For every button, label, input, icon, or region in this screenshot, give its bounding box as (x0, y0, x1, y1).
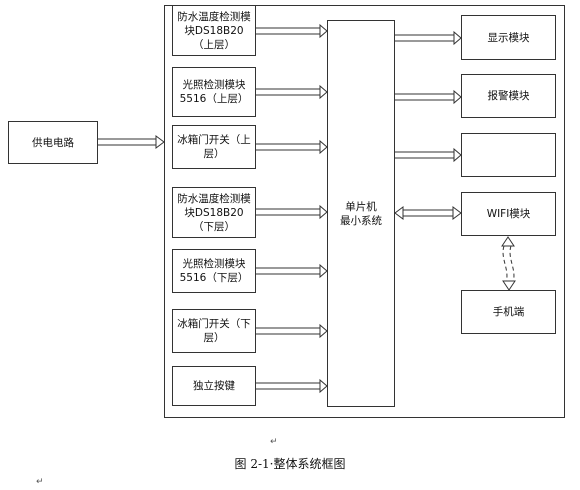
return-mark-top: ↵ (270, 437, 278, 447)
power-arrow (98, 135, 165, 149)
phone-box: 手机端 (461, 290, 556, 334)
independent-key-label: 独立按键 (193, 380, 235, 392)
wifi-phone-dashed-arrow (502, 245, 515, 283)
left-arrows (256, 23, 328, 394)
empty-module-box (461, 133, 556, 177)
alarm-module-box: 报警模块 (461, 74, 556, 118)
independent-key-box: 独立按键 (172, 366, 256, 406)
wifi-module-label: WIFI模块 (486, 208, 531, 220)
temp-sensor-lower-box: 防水温度检测模块DS18B20（下层） (172, 187, 256, 238)
display-module-box: 显示模块 (461, 15, 556, 60)
door-switch-lower-box: 冰箱门开关（下层） (172, 309, 256, 353)
power-supply-label: 供电电路 (32, 136, 74, 149)
light-sensor-upper-label: 光照检测模块5516（上层） (179, 79, 249, 105)
power-supply-box: 供电电路 (8, 121, 98, 164)
return-mark-bottom: ↵ (36, 477, 44, 487)
wifi-bidirectional-arrow (394, 206, 462, 220)
mcu-box: 单片机 最小系统 (327, 20, 395, 407)
mcu-label-line2: 最小系统 (340, 214, 382, 227)
temp-sensor-upper-box: 防水温度检测模块DS18B20（上层） (172, 5, 256, 56)
display-module-label: 显示模块 (487, 31, 530, 44)
wifi-phone-arrowheads (501, 236, 516, 291)
light-sensor-upper-box: 光照检测模块5516（上层） (172, 67, 256, 117)
alarm-module-label: 报警模块 (487, 90, 530, 102)
phone-label: 手机端 (492, 306, 525, 318)
door-switch-upper-label: 冰箱门开关（上层） (177, 134, 251, 160)
door-switch-upper-box: 冰箱门开关（上层） (172, 125, 256, 169)
figure-caption: 图 2-1·整体系统框图 (234, 457, 346, 471)
mcu-label-line1: 单片机 (345, 200, 377, 213)
door-switch-lower-label: 冰箱门开关（下层） (177, 318, 251, 344)
light-sensor-lower-label: 光照检测模块5516（下层） (179, 258, 249, 284)
wifi-module-box: WIFI模块 (461, 192, 556, 236)
right-arrows (395, 30, 462, 163)
system-frame (164, 5, 565, 418)
light-sensor-lower-box: 光照检测模块5516（下层） (172, 249, 256, 293)
temp-sensor-lower-label: 防水温度检测模块DS18B20（下层） (177, 192, 251, 233)
temp-sensor-upper-label: 防水温度检测模块DS18B20（上层） (177, 10, 251, 51)
